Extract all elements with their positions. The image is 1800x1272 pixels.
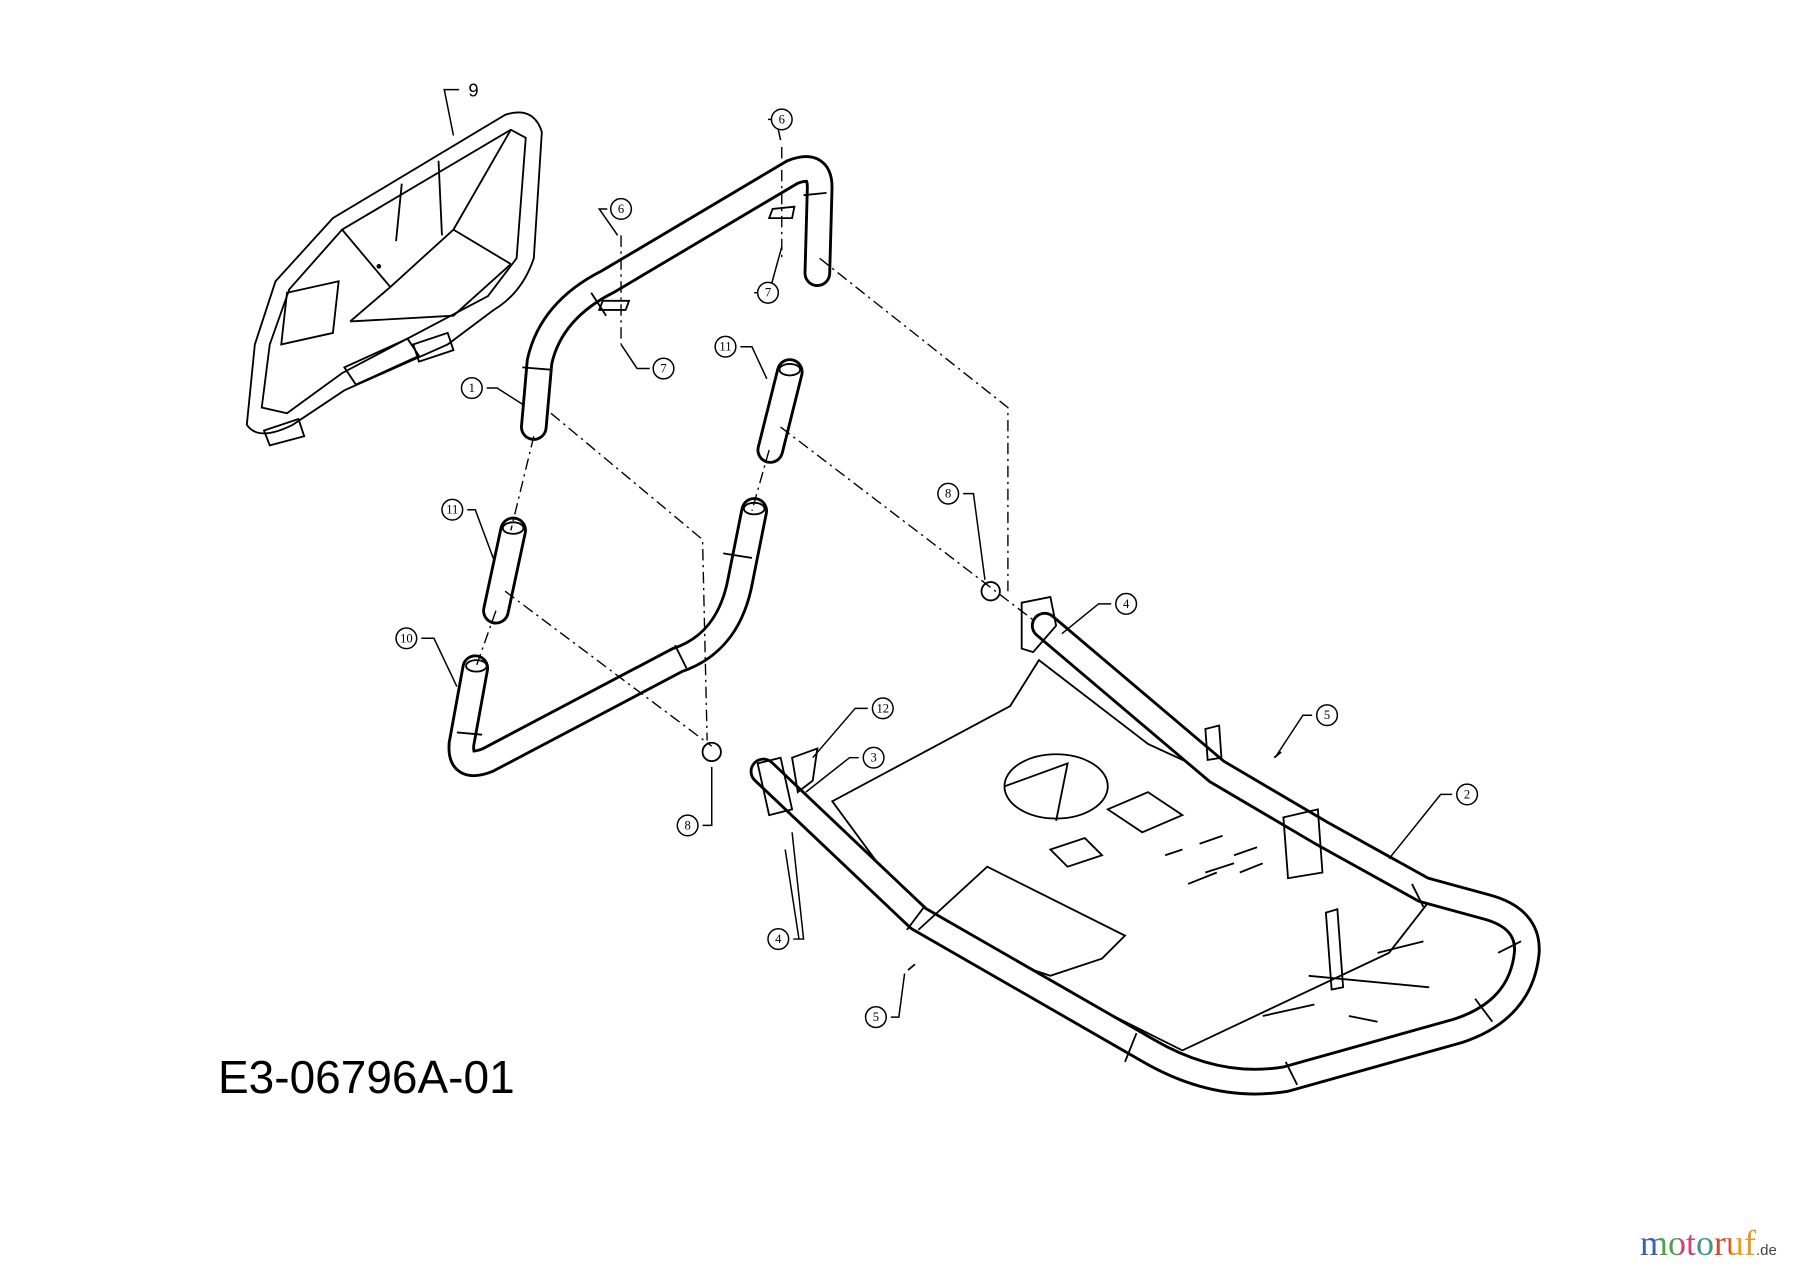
logo-tld: .de bbox=[1755, 1242, 1777, 1259]
callout-5a: 5 bbox=[1315, 704, 1339, 727]
callout-4b: 4 bbox=[767, 927, 790, 951]
assembly-lines bbox=[475, 146, 1034, 747]
svg-text:11: 11 bbox=[446, 503, 458, 517]
callout-4a: 4 bbox=[1115, 592, 1138, 615]
svg-text:5: 5 bbox=[873, 1010, 879, 1024]
svg-text:3: 3 bbox=[870, 751, 876, 765]
svg-text:4: 4 bbox=[1123, 597, 1130, 611]
drawing-number: E3-06796A-01 bbox=[218, 1051, 515, 1103]
callout-11a: 11 bbox=[714, 335, 737, 358]
callout-8b: 8 bbox=[676, 814, 699, 837]
svg-text:11: 11 bbox=[719, 340, 731, 354]
callout-7b: 7 bbox=[652, 357, 675, 380]
svg-text:8: 8 bbox=[945, 487, 951, 501]
svg-text:7: 7 bbox=[660, 362, 666, 376]
svg-text:12: 12 bbox=[876, 701, 889, 715]
svg-text:6: 6 bbox=[779, 112, 785, 126]
motoruf-logo[interactable]: motoruf.de bbox=[1640, 1222, 1777, 1264]
callout-11b: 11 bbox=[441, 498, 464, 521]
seat-part: 9 bbox=[245, 79, 543, 447]
svg-text:7: 7 bbox=[765, 286, 771, 300]
seat-label: 9 bbox=[468, 79, 478, 100]
svg-text:6: 6 bbox=[618, 202, 624, 216]
callout-6a: 6 bbox=[770, 108, 793, 131]
connector-tubes bbox=[482, 358, 804, 625]
svg-text:10: 10 bbox=[400, 631, 413, 645]
main-frame bbox=[701, 581, 1541, 1096]
callout-3: 3 bbox=[862, 746, 885, 769]
callout-7a: 7 bbox=[756, 281, 780, 304]
callout-6b: 6 bbox=[609, 197, 633, 221]
callout-5b: 5 bbox=[864, 1006, 887, 1029]
callout-2: 2 bbox=[1456, 783, 1479, 806]
logo-name: motoruf bbox=[1640, 1223, 1756, 1263]
svg-text:8: 8 bbox=[684, 818, 690, 832]
svg-text:5: 5 bbox=[1324, 708, 1330, 722]
svg-text:2: 2 bbox=[1464, 787, 1470, 801]
callout-8a: 8 bbox=[937, 482, 960, 505]
svg-text:4: 4 bbox=[775, 932, 782, 946]
svg-text:1: 1 bbox=[469, 381, 475, 395]
upper-roll-bar bbox=[520, 155, 834, 441]
lower-roll-bar bbox=[447, 497, 768, 778]
callout-1: 1 bbox=[460, 376, 483, 400]
callout-12: 12 bbox=[871, 697, 894, 720]
callout-10: 10 bbox=[395, 627, 418, 650]
callouts: 6 6 7 7 11 1 11 8 4 10 12 5 3 2 8 4 5 bbox=[395, 108, 1479, 1029]
